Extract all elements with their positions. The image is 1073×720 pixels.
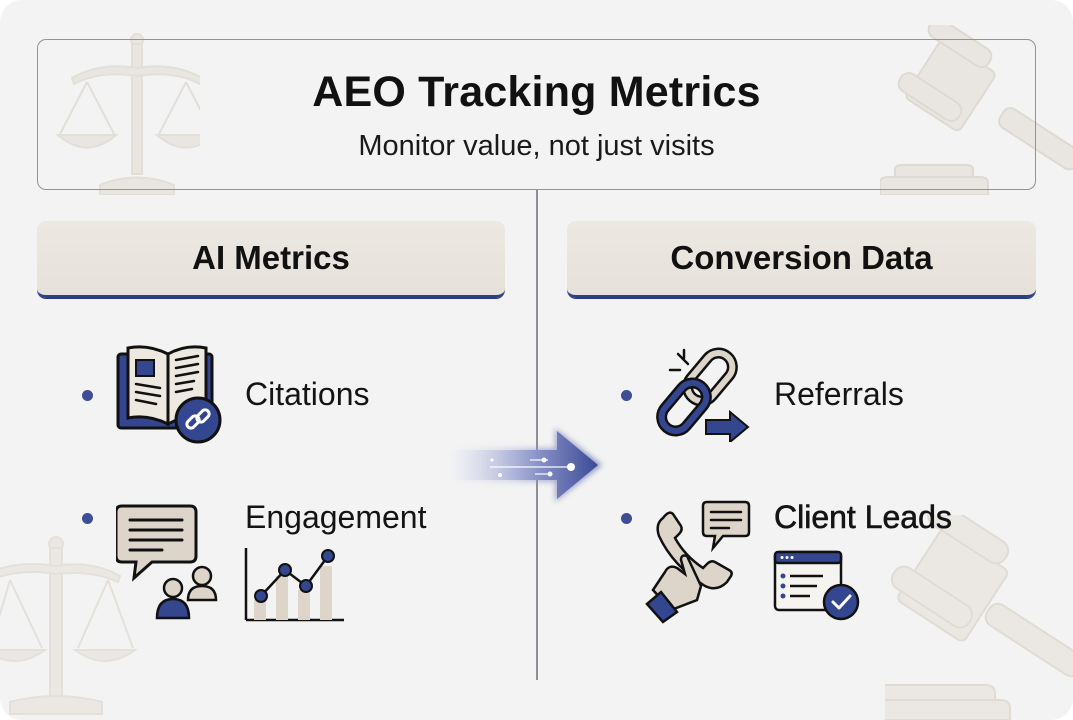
page-title: AEO Tracking Metrics [312,68,761,116]
title-box [37,39,1036,190]
column-header-conversion-data: Conversion Data [567,221,1036,298]
bullet-dot [621,513,632,524]
page-subtitle: Monitor value, not just visits [358,130,715,162]
item-label-engagement: Engagement [245,499,427,535]
item-label-client-leads: Client Leads [774,499,952,536]
broken-chain-link-arrow-icon [656,347,750,442]
bullet-dot [82,390,93,401]
open-book-with-link-icon [116,345,222,444]
gavel-icon [885,515,1073,720]
bullet-dot [621,390,632,401]
item-label-referrals: Referrals [774,376,904,412]
glowing-arrow-right-icon [450,428,602,502]
column-header-ai-metrics: AI Metrics [37,221,505,298]
item-label-citations: Citations [245,376,370,412]
phone-chat-form-check-icon [645,500,860,624]
column-divider [536,190,538,680]
bullet-dot [82,513,93,524]
chat-users-with-line-chart-icon [116,504,344,622]
